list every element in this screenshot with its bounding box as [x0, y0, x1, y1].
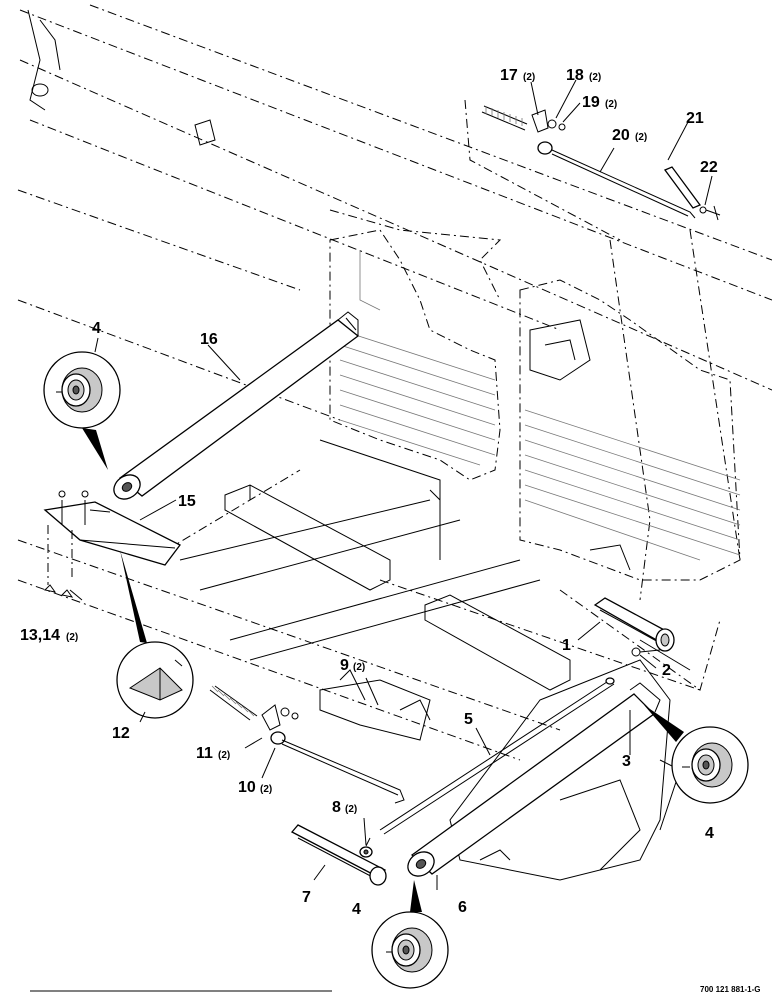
callout-8: 8	[332, 799, 341, 816]
upper-spring-rod-assembly	[481, 105, 721, 221]
callout-12: 12	[112, 725, 130, 742]
callout-labels: 1 2 3 4 4 4 5 6 7 8 (2) 9 (2) 10 (2) 11 …	[20, 67, 718, 918]
header-frame-outline	[17, 4, 772, 761]
callout-13-14: 13,14	[20, 627, 60, 644]
callout-20-qty: (2)	[635, 132, 647, 143]
frame-corner-left	[27, 9, 216, 146]
callout-9-qty: (2)	[353, 662, 365, 673]
callout-4-bottom: 4	[352, 901, 361, 918]
callout-2: 2	[662, 662, 671, 679]
callout-7: 7	[302, 889, 311, 906]
upper-roller	[113, 311, 360, 500]
callout-8-qty: (2)	[345, 804, 357, 815]
callout-19-qty: (2)	[605, 99, 617, 110]
callout-10-qty: (2)	[260, 784, 272, 795]
callout-9: 9	[340, 657, 349, 674]
callout-11-qty: (2)	[218, 750, 230, 761]
right-panel-hatching	[519, 279, 741, 581]
callout-16: 16	[200, 331, 218, 348]
callout-1: 1	[562, 637, 571, 654]
lower-rod	[379, 677, 615, 835]
left-deflector	[43, 490, 181, 598]
callout-20: 20	[612, 127, 630, 144]
callout-5: 5	[464, 711, 473, 728]
lower-idler-lever	[290, 824, 387, 886]
callout-22: 22	[700, 159, 718, 176]
bearing-detail-right	[644, 705, 749, 804]
lower-roller	[407, 682, 661, 877]
callout-17-qty: (2)	[523, 72, 535, 83]
callout-13-14-qty: (2)	[66, 632, 78, 643]
document-number: 700 121 881-1-G	[700, 985, 761, 994]
left-spring-rod-assembly	[209, 685, 405, 804]
callout-17: 17	[500, 67, 518, 84]
callout-18: 18	[566, 67, 584, 84]
callout-19: 19	[582, 94, 600, 111]
callout-21: 21	[686, 110, 704, 127]
left-panel-hatching	[319, 229, 501, 560]
bearing-detail-upper-left	[43, 351, 121, 470]
bearing-detail-bottom	[371, 880, 449, 989]
callout-6: 6	[458, 899, 467, 916]
callout-4-upper-left: 4	[92, 320, 101, 337]
leader-lines	[69, 79, 713, 890]
callout-4-right: 4	[705, 825, 714, 842]
callout-15: 15	[178, 493, 196, 510]
callout-10: 10	[238, 779, 256, 796]
scraper-detail-circle	[116, 550, 194, 719]
right-idler-bracket	[593, 597, 675, 657]
callout-18-qty: (2)	[589, 72, 601, 83]
callout-11: 11	[196, 745, 213, 762]
frame-cross-members	[179, 484, 571, 741]
callout-3: 3	[622, 753, 631, 770]
